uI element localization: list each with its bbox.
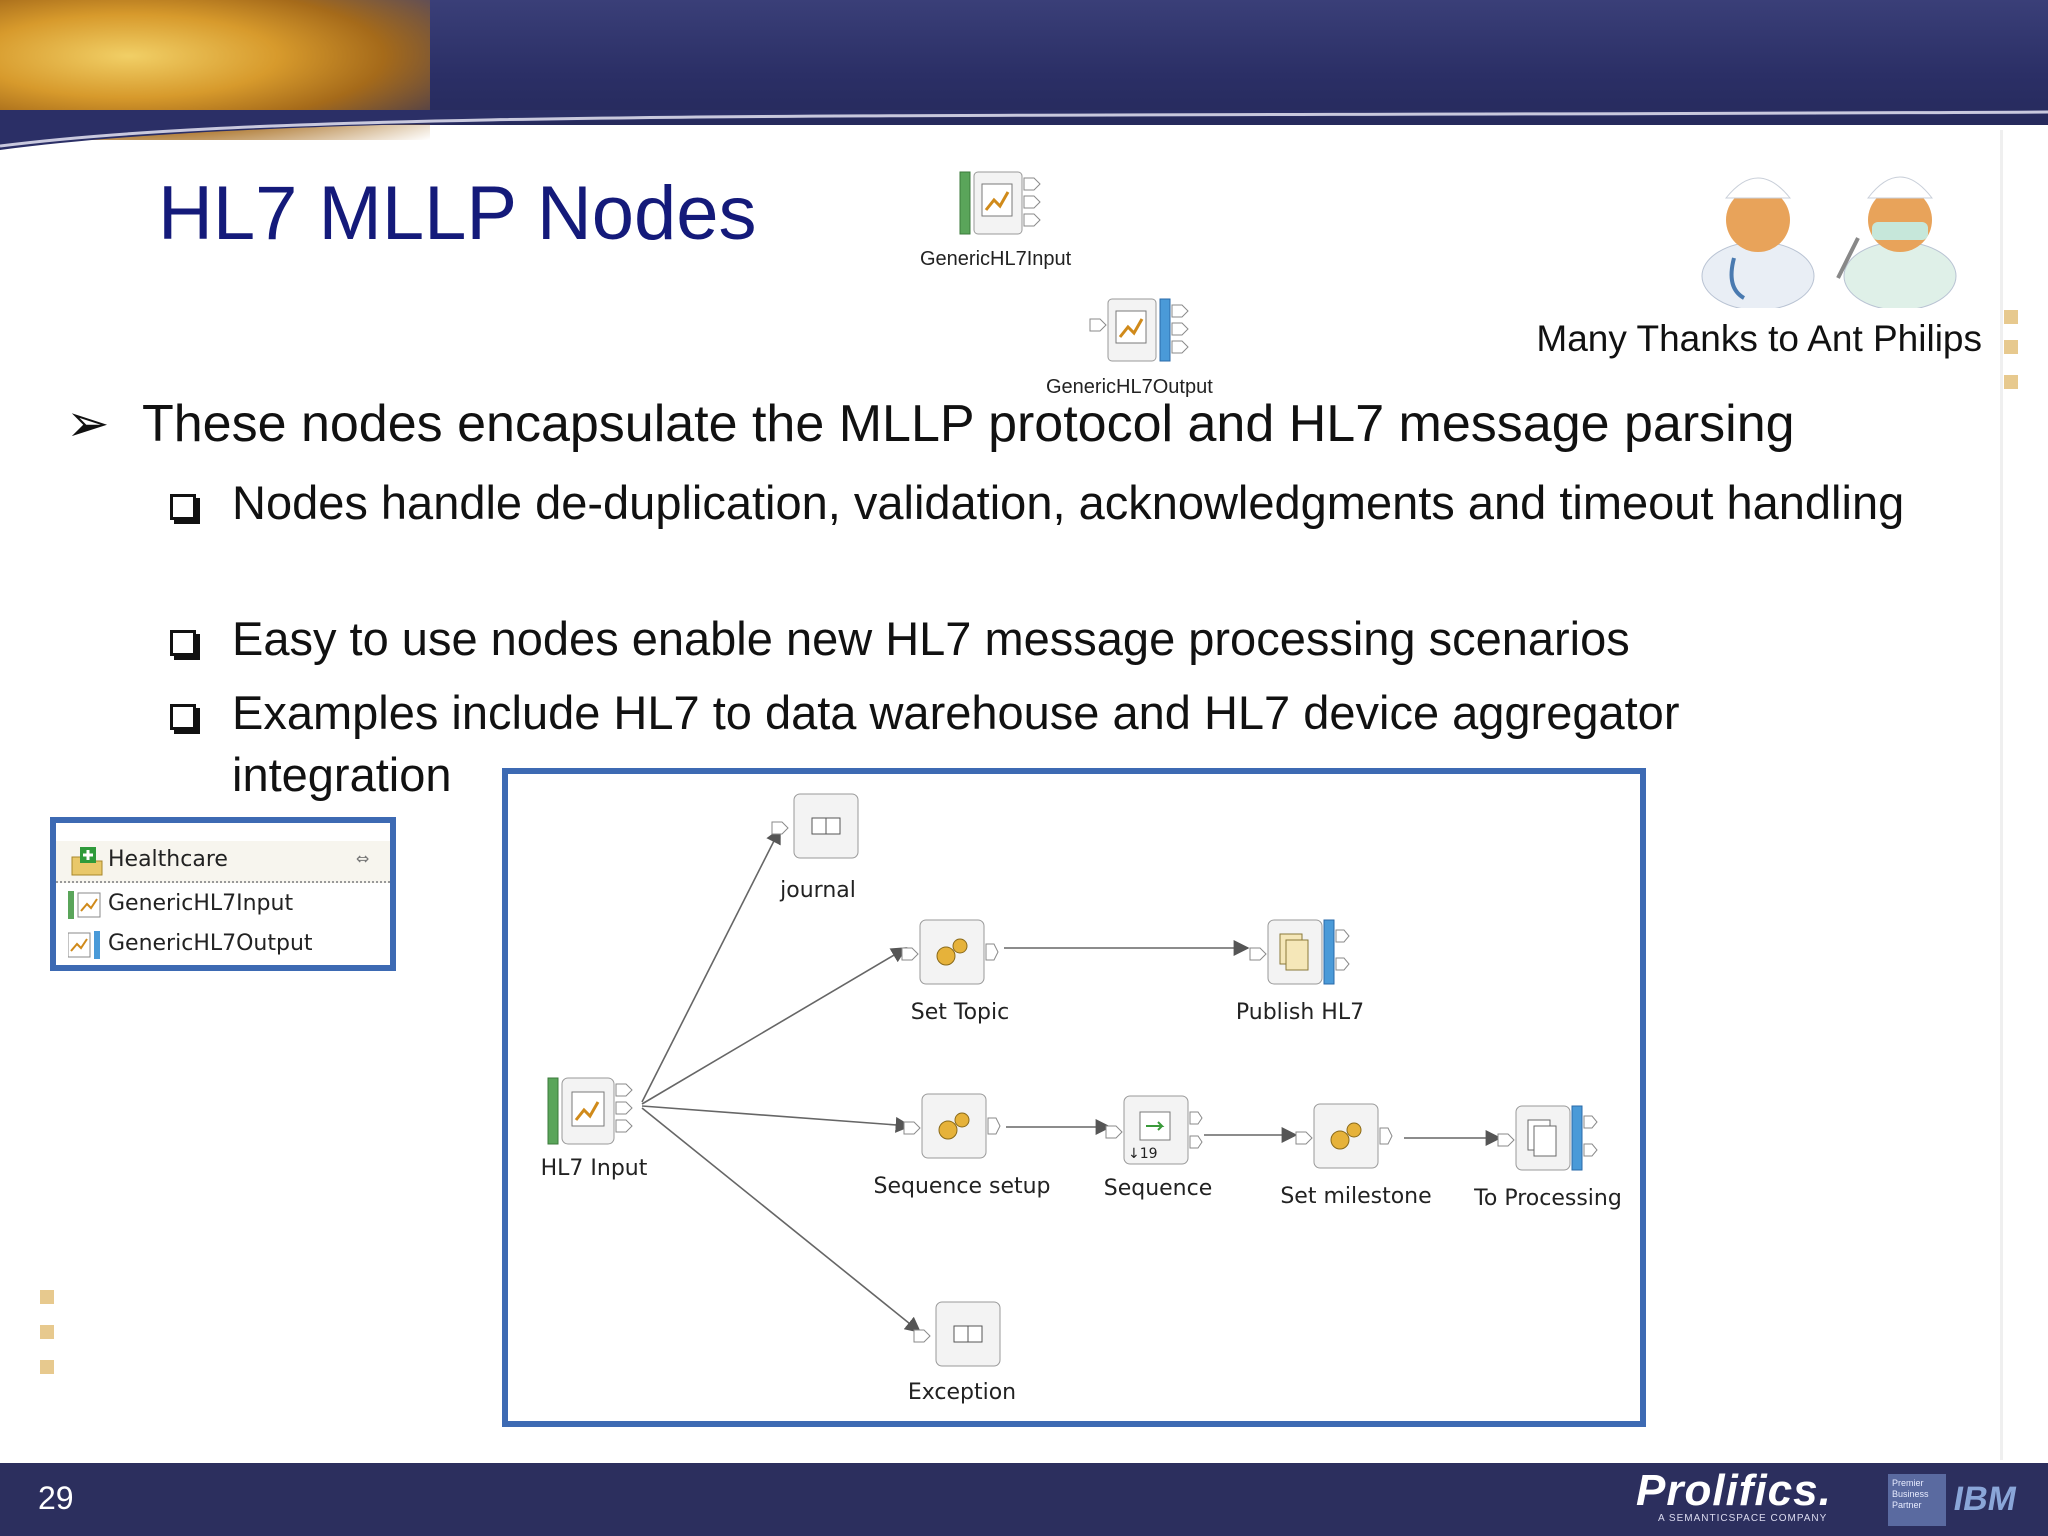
collapse-icon[interactable]: ⇔ [356, 849, 370, 868]
sequence-setup-label: Sequence setup [873, 1174, 1051, 1199]
svg-text:↓19: ↓19 [1128, 1146, 1158, 1162]
generic-input-palette-icon [68, 891, 101, 919]
set-milestone-label: Set milestone [1280, 1184, 1432, 1209]
palette-header[interactable] [56, 841, 390, 883]
sub-bullet: Easy to use nodes enable new HL7 message… [170, 608, 1932, 670]
slide-title: HL7 MLLP Nodes [158, 171, 757, 256]
generic-input-node-icon [959, 171, 1041, 235]
main-bullet-text: These nodes encapsulate the MLLP protoco… [142, 395, 1795, 453]
set-topic-label: Set Topic [910, 1000, 1010, 1025]
prolifics-tagline: A SEMANTICSPACE COMPANY [1658, 1513, 1828, 1524]
thanks-note: Many Thanks to Ant Philips [1536, 318, 1982, 359]
palette-header-label: Healthcare [108, 847, 228, 872]
exception-label: Exception [907, 1380, 1017, 1405]
journal-label: journal [780, 878, 856, 903]
journal-node-icon [771, 793, 859, 859]
deco-square [2004, 310, 2018, 324]
hl7-input-label: HL7 Input [540, 1156, 648, 1181]
square-bullet-icon [170, 630, 196, 656]
deco-square [40, 1290, 54, 1304]
sub-bullet-text: Easy to use nodes enable new HL7 message… [232, 612, 1630, 665]
hl7-input-node-icon [547, 1077, 633, 1145]
exception-node-icon [913, 1301, 1001, 1367]
deco-square [2004, 375, 2018, 389]
doctors-clipart-icon [1701, 176, 1957, 308]
sequence-setup-node-icon [903, 1093, 1001, 1159]
palette-panel: Healthcare ⇔ GenericHL7Input GenericHL7O… [50, 817, 396, 971]
message-flow-diagram: journal Set Topic Publish HL7 HL7 Input … [502, 768, 1646, 1427]
publish-node-icon [1249, 919, 1350, 985]
healthcare-folder-icon [71, 847, 103, 876]
sub-bullet: Nodes handle de-duplication, validation,… [170, 472, 1932, 534]
deco-square [40, 1360, 54, 1374]
palette-item-input[interactable]: GenericHL7Input [108, 891, 294, 916]
flow-connections [641, 827, 1502, 1334]
generic-output-palette-icon [68, 931, 100, 959]
page-number: 29 [38, 1480, 74, 1516]
publish-label: Publish HL7 [1235, 1000, 1365, 1025]
to-processing-node-icon [1497, 1105, 1598, 1171]
generic-input-caption: GenericHL7Input [920, 248, 1072, 270]
set-topic-node-icon [901, 919, 999, 985]
sub-bullet-text: Nodes handle de-duplication, validation,… [232, 476, 1905, 529]
to-processing-label: To Processing [1474, 1186, 1622, 1211]
set-milestone-node-icon [1295, 1103, 1393, 1169]
deco-square [2004, 340, 2018, 354]
sub-bullet-text: Examples include HL7 to data warehouse a… [232, 686, 1680, 801]
deco-square [40, 1325, 54, 1339]
generic-output-caption: GenericHL7Output [1046, 376, 1213, 398]
right-guide-line [2000, 130, 2003, 1460]
square-bullet-icon [170, 494, 196, 520]
square-bullet-icon [170, 704, 196, 730]
footer-band [0, 1463, 2048, 1536]
sequence-label: Sequence [1103, 1176, 1213, 1201]
header-swoosh [0, 110, 2048, 150]
ibm-partner-logo: Premier Business Partner IBM [1888, 1472, 2026, 1528]
generic-output-node-icon [1089, 298, 1189, 362]
main-bullet: ➢ These nodes encapsulate the MLLP protoc… [66, 394, 1795, 454]
prolifics-logo: Prolifics. [1636, 1466, 1832, 1515]
sequence-node-icon: ↓19 [1105, 1095, 1203, 1165]
palette-item-output[interactable]: GenericHL7Output [108, 931, 313, 956]
arrow-bullet-icon: ➢ [66, 395, 110, 453]
sub-bullet: Examples include HL7 to data warehouse a… [170, 682, 1872, 806]
